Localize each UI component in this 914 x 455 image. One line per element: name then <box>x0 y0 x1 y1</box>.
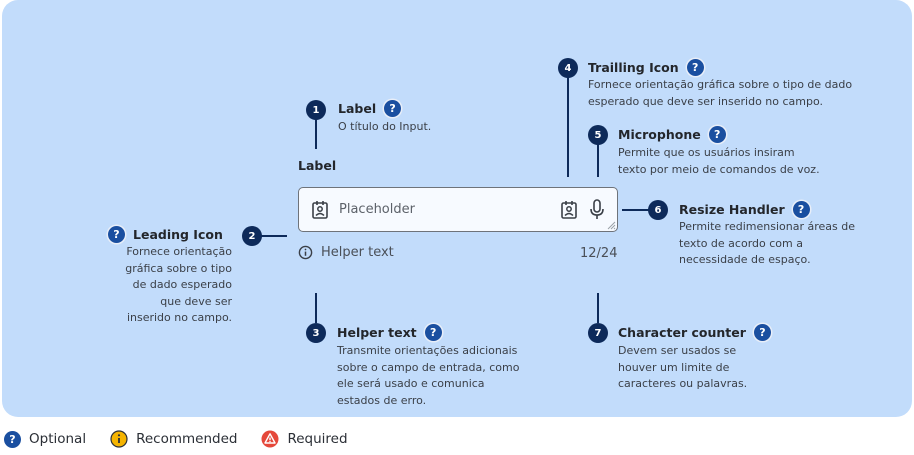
contact-badge-leading-icon <box>312 201 328 219</box>
optional-question-icon: ? <box>792 201 810 218</box>
character-counter: 12/24 <box>580 246 618 261</box>
annotation-title-text: Trailling Icon <box>588 60 679 75</box>
optional-question-icon: ? <box>424 324 442 341</box>
annotation-desc-label: O título do Input. <box>338 120 432 133</box>
badge-5: 5 <box>588 125 608 145</box>
annotation-title-label: Label ? <box>338 100 402 117</box>
annotation-title-text: Character counter <box>618 325 746 340</box>
badge-4: 4 <box>558 58 578 78</box>
annotation-title-character-counter: Character counter ? <box>618 324 771 341</box>
helper-text-label: Helper text <box>321 245 394 260</box>
input-placeholder: Placeholder <box>339 202 415 217</box>
badge-2: 2 <box>242 226 262 246</box>
legend-label: Optional <box>29 431 87 447</box>
legend-label: Required <box>287 431 348 447</box>
connector-2 <box>261 235 287 237</box>
text-input[interactable]: Placeholder <box>298 187 618 232</box>
optional-question-icon: ? <box>108 226 125 243</box>
legend-label: Recommended <box>136 431 238 447</box>
annotation-desc-trailling-icon: Fornece orientação gráfica sobre o tipo … <box>588 78 853 108</box>
annotation-title-resize-handler: Resize Handler ? <box>679 201 810 218</box>
info-icon <box>110 430 128 448</box>
annotation-desc-leading-icon: Fornece orientação gráfica sobre o tipo … <box>125 245 232 324</box>
badge-7: 7 <box>588 323 608 343</box>
microphone-icon[interactable] <box>589 199 605 221</box>
badge-3: 3 <box>306 323 326 343</box>
annotation-title-text: Leading Icon <box>133 227 223 242</box>
question-icon: ? <box>4 430 21 448</box>
optional-question-icon: ? <box>384 100 402 117</box>
connector-6 <box>622 209 650 211</box>
info-icon <box>298 245 313 260</box>
legend-item-recommended: Recommended <box>110 430 237 448</box>
connector-7 <box>597 293 599 323</box>
annotation-desc-resize-handler: Permite redimensionar áreas de texto de … <box>679 220 855 266</box>
legend: ? Optional Recommended Required <box>4 430 372 448</box>
contact-badge-trailing-icon[interactable] <box>560 200 578 220</box>
connector-1 <box>315 118 317 149</box>
annotation-title-trailling-icon: Trailling Icon ? <box>588 59 704 76</box>
field-label: Label <box>298 158 337 173</box>
badge-6: 6 <box>648 200 668 220</box>
annotation-title-text: Label <box>338 101 377 116</box>
optional-question-icon: ? <box>753 324 771 341</box>
annotation-title-leading-icon: ? Leading Icon <box>108 226 223 243</box>
annotation-title-helper-text: Helper text ? <box>337 324 442 341</box>
annotation-desc-microphone: Permite que os usuários insiram texto po… <box>618 146 820 176</box>
annotation-title-text: Resize Handler <box>679 202 785 217</box>
legend-item-required: Required <box>261 430 348 448</box>
annotation-title-microphone: Microphone ? <box>618 126 726 143</box>
optional-question-icon: ? <box>686 59 704 76</box>
annotation-title-text: Microphone <box>618 127 701 142</box>
resize-handle-icon[interactable] <box>606 220 616 230</box>
warning-icon <box>261 430 279 448</box>
optional-question-icon: ? <box>708 126 726 143</box>
connector-5 <box>597 143 599 177</box>
annotation-desc-helper-text: Transmite orientações adicionais sobre o… <box>337 344 520 407</box>
connector-4 <box>567 76 569 177</box>
helper-text: Helper text <box>298 245 394 260</box>
annotation-desc-character-counter: Devem ser usados se houver um limite de … <box>618 344 748 390</box>
legend-item-optional: ? Optional <box>4 430 87 448</box>
connector-3 <box>315 293 317 323</box>
annotation-title-text: Helper text <box>337 325 417 340</box>
badge-1: 1 <box>306 100 326 120</box>
